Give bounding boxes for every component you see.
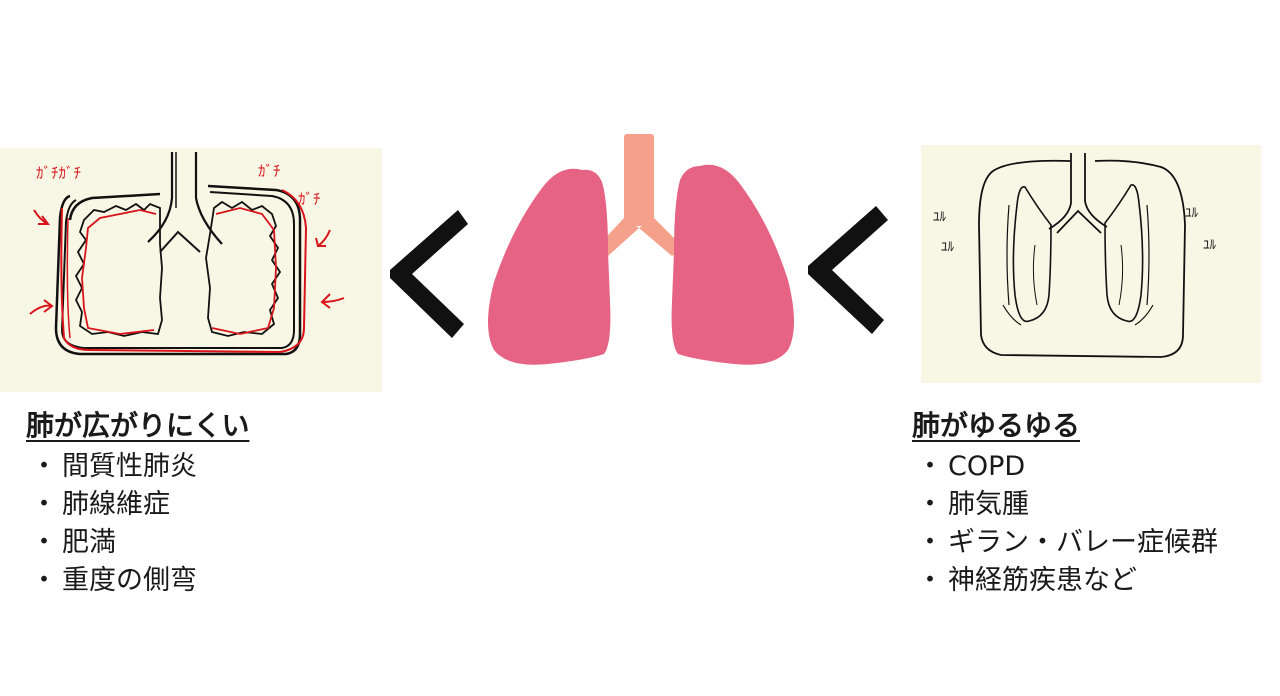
arrow-right-bottom (321, 297, 345, 303)
right-lung-red (211, 207, 277, 335)
list-item-label: ギラン・バレー症候群 (948, 527, 1218, 558)
list-item-label: 重度の側弯 (62, 565, 197, 596)
stiff-lung-list: ・間質性肺炎 ・肺線維症 ・肥満 ・重度の側弯 (26, 448, 249, 600)
list-item: ・間質性肺炎 (26, 448, 249, 486)
list-item: ・COPD (912, 448, 1218, 486)
list-item: ・重度の側弯 (26, 562, 249, 600)
trachea (624, 134, 654, 226)
list-item-label: 肺線維症 (62, 489, 170, 520)
annotation-yuru-2: ﾕﾙ (941, 240, 955, 255)
lungs-svg (488, 134, 794, 365)
chevron-left-fill (390, 210, 468, 338)
loose-lung-sketch: ﾕﾙ ﾕﾙ ﾕﾙ ﾕﾙ (921, 145, 1261, 383)
stiff-lung-drawing: ｶﾞﾁｶﾞﾁ ｶﾞﾁ ｶﾞﾁ (0, 148, 382, 392)
bullet: ・ (30, 565, 58, 596)
trachea-left (147, 152, 174, 243)
loose-lung-causes: 肺がゆるゆる ・COPD ・肺気腫 ・ギラン・バレー症候群 ・神経筋疾患など (912, 404, 1218, 600)
list-item-label: 肥満 (62, 527, 116, 558)
loose-lung-drawing: ﾕﾙ ﾕﾙ ﾕﾙ ﾕﾙ (921, 145, 1261, 383)
list-item-label: 肺気腫 (948, 489, 1029, 520)
annotation-yuru-4: ﾕﾙ (1203, 238, 1217, 253)
chevron-right-shape (808, 206, 888, 334)
chevron-left-shape (390, 210, 468, 338)
list-item-label: 神経筋疾患など (948, 565, 1137, 596)
arrow-head (315, 237, 326, 247)
bullet: ・ (916, 527, 944, 558)
list-item: ・肺線維症 (26, 486, 249, 524)
list-item-label: COPD (948, 451, 1026, 482)
right-lung-jagged (205, 200, 282, 337)
right-bronchus (639, 218, 684, 256)
annotation-gachi-1: ｶﾞﾁ (258, 162, 281, 180)
right-lung (671, 164, 794, 365)
arrow-head (320, 293, 331, 309)
left-lung-line (1002, 304, 1022, 326)
carina (159, 230, 201, 253)
trachea-right (194, 152, 223, 245)
stiff-lung-heading: 肺が広がりにくい (26, 409, 250, 442)
loose-lung-list: ・COPD ・肺気腫 ・ギラン・バレー症候群 ・神経筋疾患など (912, 448, 1219, 600)
list-item: ・神経筋疾患など (912, 562, 1218, 600)
arrow-head (43, 299, 54, 313)
annotation-gachi-2: ｶﾞﾁ (298, 190, 321, 208)
stiff-lung-sketch: ｶﾞﾁｶﾞﾁ ｶﾞﾁ ｶﾞﾁ (0, 148, 382, 392)
less-than-chevron-icon (388, 208, 468, 340)
trachea-left (1048, 153, 1072, 230)
sketch-paper (921, 145, 1261, 383)
left-lung-jagged (74, 202, 163, 337)
chest-outline (978, 159, 1186, 358)
right-lung-line (1134, 304, 1154, 326)
carina (1056, 209, 1102, 234)
right-lung-line-2 (1118, 244, 1124, 306)
bullet: ・ (916, 451, 944, 482)
right-pleura (1146, 204, 1150, 306)
arrow-head (38, 215, 50, 225)
less-than-chevron-icon-2 (806, 204, 888, 336)
list-item: ・ギラン・バレー症候群 (912, 524, 1219, 562)
chest-wall-top (68, 192, 161, 221)
bullet: ・ (30, 489, 58, 520)
trachea-right (1084, 153, 1108, 228)
red-outline-2 (66, 217, 71, 339)
left-pleura (1006, 204, 1010, 306)
left-lung (488, 168, 611, 365)
annotation-yuru-1: ﾕﾙ (933, 210, 947, 225)
list-item: ・肥満 (26, 524, 249, 562)
left-lung-line-2 (1032, 244, 1038, 306)
left-lung-outline (1012, 186, 1052, 323)
bullet: ・ (30, 527, 58, 558)
red-outline (60, 189, 308, 354)
bullet: ・ (916, 565, 944, 596)
list-item-label: 間質性肺炎 (62, 451, 197, 482)
annotation-gachigachi: ｶﾞﾁｶﾞﾁ (36, 164, 81, 182)
bullet: ・ (916, 489, 944, 520)
bullet: ・ (30, 451, 58, 482)
chevron-right-fill (808, 206, 888, 334)
annotation-yuru-3: ﾕﾙ (1185, 206, 1199, 221)
list-item: ・肺気腫 (912, 486, 1218, 524)
left-lung-red (81, 209, 157, 335)
normal-lungs-illustration (478, 132, 808, 372)
stiff-lung-causes: 肺が広がりにくい ・間質性肺炎 ・肺線維症 ・肥満 ・重度の側弯 (26, 404, 249, 600)
chest-wall-outline-2 (60, 191, 295, 349)
arrow-right-top (317, 229, 331, 247)
right-lung-outline (1104, 184, 1144, 323)
loose-lung-heading: 肺がゆるゆる (912, 409, 1081, 442)
